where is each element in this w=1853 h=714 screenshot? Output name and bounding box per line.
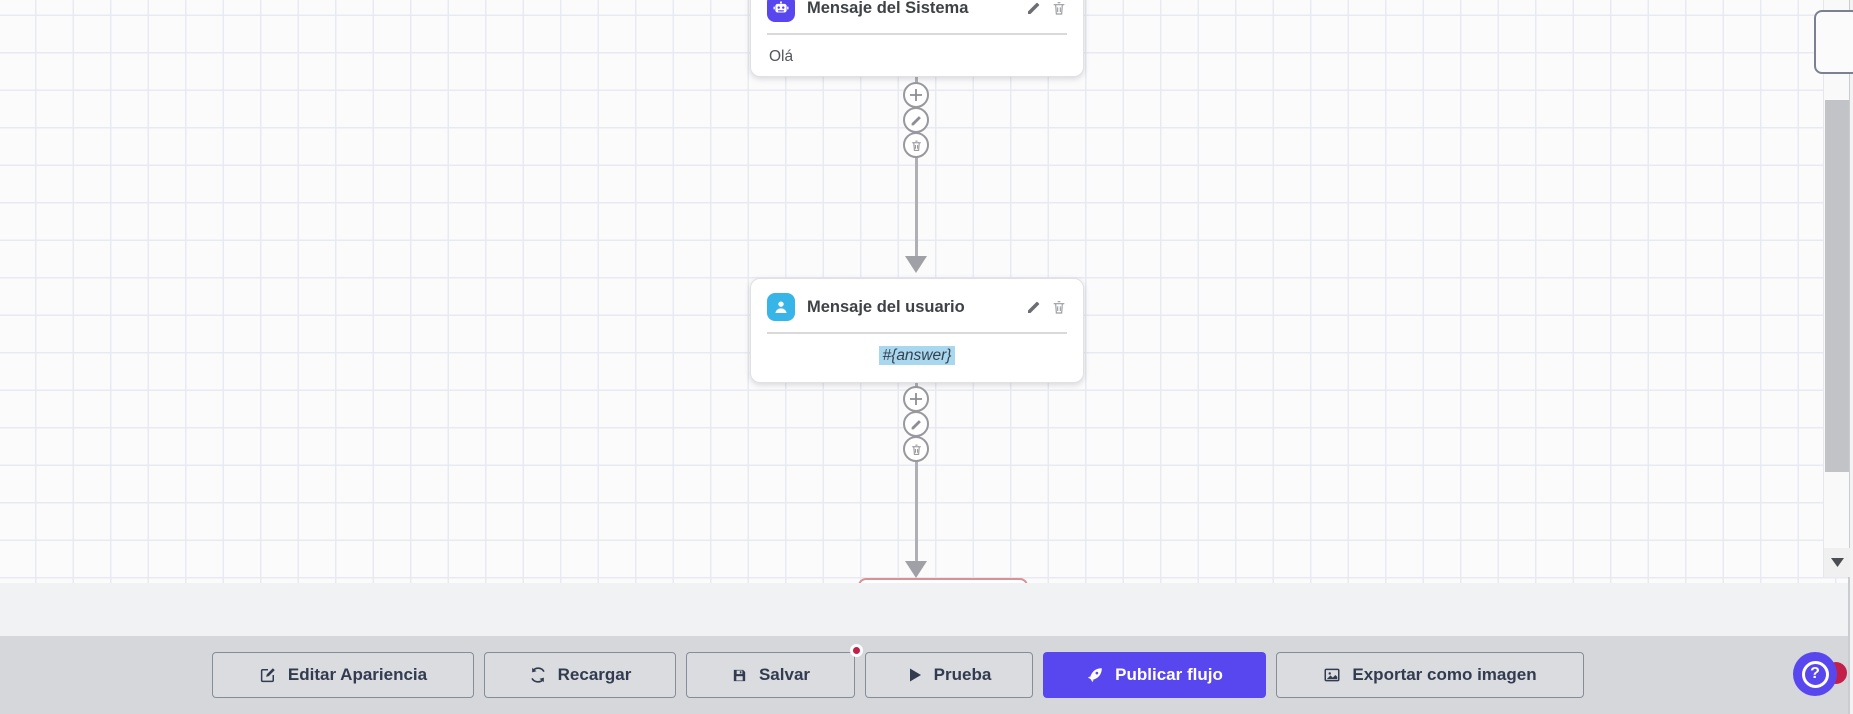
add-node-button[interactable] [903, 82, 929, 108]
button-label: Recargar [557, 665, 632, 684]
button-label: Exportar como imagen [1352, 665, 1537, 684]
trash-icon [1053, 2, 1065, 15]
delete-node-button[interactable] [1051, 0, 1067, 16]
connector-line [915, 77, 918, 259]
bottom-toolbar: Editar Apariencia Recargar Salvar Prueba… [0, 636, 1853, 714]
test-button[interactable]: Prueba [865, 652, 1033, 698]
edit-node-button[interactable] [1026, 299, 1042, 315]
play-icon [909, 668, 921, 682]
user-icon [767, 293, 795, 321]
refresh-icon [530, 667, 545, 683]
chevron-down-icon [1830, 558, 1844, 567]
canvas-footer-band [0, 583, 1853, 636]
help-button[interactable]: ? [1793, 652, 1837, 696]
flow-canvas[interactable]: Mensaje del Sistema Olá [0, 0, 1853, 583]
connector-actions [903, 82, 929, 158]
vertical-scrollbar[interactable] [1823, 0, 1850, 577]
right-panel-divider [1848, 0, 1850, 714]
edit-node-button[interactable] [1026, 0, 1042, 16]
trash-icon [1053, 301, 1065, 314]
rocket-icon [1088, 668, 1102, 682]
clipped-control-panel[interactable] [1814, 10, 1853, 74]
delete-connection-button[interactable] [903, 132, 929, 158]
divider [767, 332, 1067, 334]
reload-button[interactable]: Recargar [484, 652, 676, 698]
image-icon [1324, 668, 1340, 682]
node-content[interactable]: Olá [769, 48, 794, 65]
button-label: Prueba [933, 665, 992, 684]
connector-actions [903, 386, 929, 462]
edit-connection-button[interactable] [903, 107, 929, 133]
scrollbar-thumb[interactable] [1825, 100, 1849, 472]
arrow-down-icon [905, 256, 927, 273]
pencil-icon [1028, 2, 1040, 15]
save-icon [733, 669, 746, 681]
help-icon: ? [1801, 660, 1829, 688]
plus-icon [910, 393, 922, 405]
publish-flow-button[interactable]: Publicar flujo [1043, 652, 1266, 698]
save-button[interactable]: Salvar [686, 644, 863, 698]
right-edge-strip [1850, 0, 1853, 714]
arrow-down-icon [905, 561, 927, 578]
trash-icon [911, 140, 921, 151]
node-title: Mensaje del usuario [807, 297, 965, 316]
scrollbar-down-button[interactable] [1824, 548, 1850, 577]
node-system-message[interactable]: Mensaje del Sistema Olá [750, 0, 1084, 77]
pencil-icon [1028, 301, 1040, 313]
edit-connection-button[interactable] [903, 411, 929, 437]
pencil-icon [911, 115, 921, 125]
add-node-button[interactable] [903, 386, 929, 412]
node-title: Mensaje del Sistema [807, 0, 969, 17]
edit-icon [260, 668, 275, 683]
robot-icon [767, 0, 795, 22]
delete-node-button[interactable] [1051, 299, 1067, 315]
button-label: Editar Apariencia [287, 665, 428, 684]
unsaved-changes-badge [850, 644, 863, 657]
button-label: Salvar [758, 665, 811, 684]
delete-connection-button[interactable] [903, 436, 929, 462]
edit-appearance-button[interactable]: Editar Apariencia [212, 652, 474, 698]
trash-icon [911, 444, 921, 455]
connector-line [915, 383, 918, 563]
variable-chip[interactable]: #{answer} [878, 346, 956, 365]
plus-icon [910, 89, 922, 101]
node-content[interactable]: #{answer} [751, 334, 1083, 380]
divider [767, 33, 1067, 35]
node-user-message[interactable]: Mensaje del usuario #{answer} [750, 278, 1084, 383]
export-image-button[interactable]: Exportar como imagen [1276, 652, 1584, 698]
pencil-icon [911, 419, 921, 429]
button-label: Publicar flujo [1115, 665, 1223, 684]
